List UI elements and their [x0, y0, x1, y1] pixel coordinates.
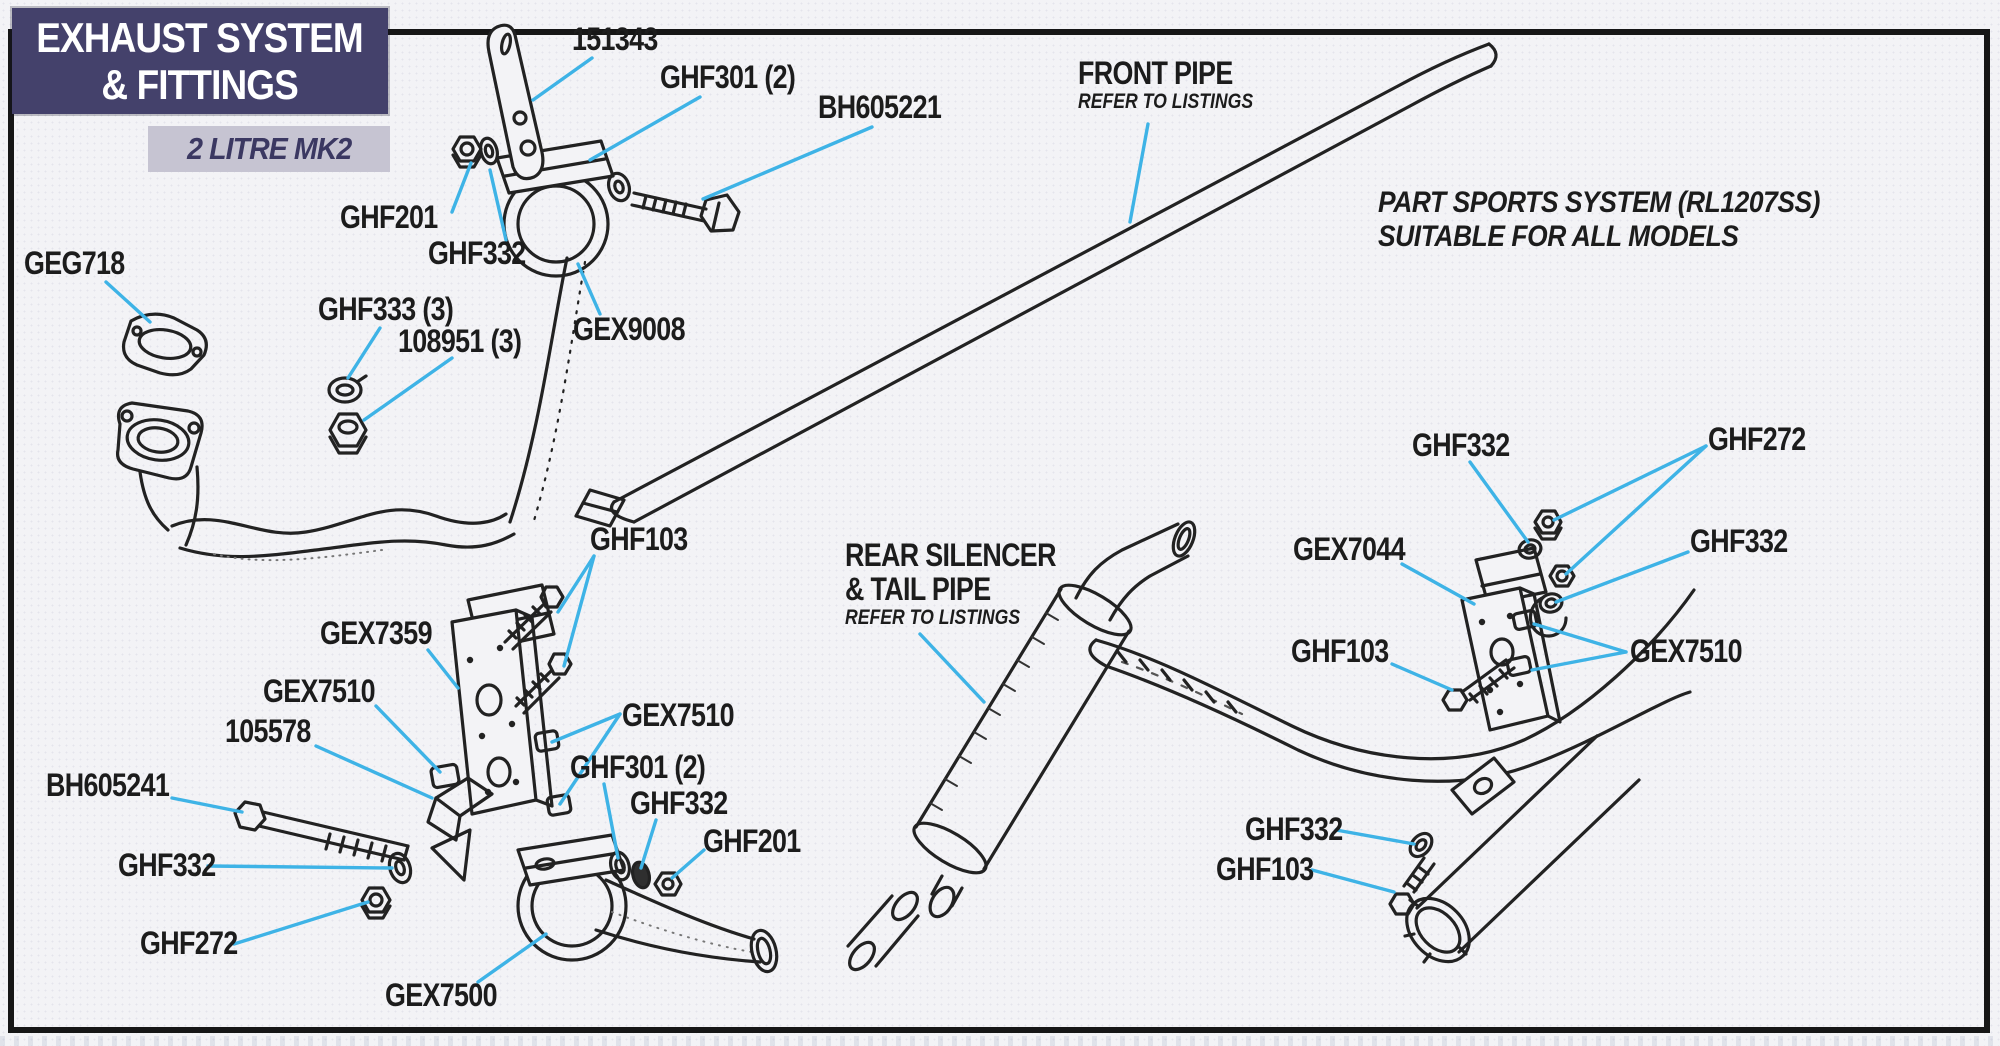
nut-ghf272-left-drawing [360, 886, 392, 920]
mid-hanger-drawing [426, 583, 573, 882]
leader-line [588, 95, 702, 162]
leader-line [1400, 562, 1476, 606]
washer-ghf332-top-drawing [479, 136, 499, 166]
leader-line [374, 704, 442, 774]
page-title-line2: & FITTINGS [101, 61, 299, 108]
leader-line [1564, 444, 1708, 576]
leader-line [670, 848, 706, 880]
bolt-bh605221-drawing [606, 171, 741, 233]
leader-line [1128, 122, 1150, 224]
leader-line [362, 356, 454, 422]
tail-finisher-drawing [1388, 734, 1641, 964]
leader-line [1468, 460, 1530, 544]
leader-line [1552, 444, 1708, 522]
leader-line [639, 818, 658, 870]
leader-line [476, 932, 548, 984]
front-pipe-drawing [508, 42, 1498, 526]
washer-ghf332-left-drawing [387, 851, 413, 885]
leader-line [918, 632, 986, 704]
page-title-line1: EXHAUST SYSTEM [36, 14, 364, 61]
leader-line [170, 796, 244, 814]
leader-line [1334, 828, 1416, 846]
leader-line [1554, 550, 1690, 604]
silencer-drawing [912, 520, 1197, 919]
clamp-gex7500-drawing [516, 833, 628, 962]
leader-line [558, 712, 622, 806]
mid-pipe-end-drawing [594, 878, 779, 974]
leader-line [232, 900, 370, 946]
leader-line [1310, 868, 1396, 894]
model-variant-label: 2 LITRE MK2 [186, 131, 352, 166]
model-variant-panel: 2 LITRE MK2 [148, 126, 390, 172]
leader-line [426, 648, 460, 690]
leader-line [104, 280, 152, 324]
intermediate-pipe-drawing [170, 488, 626, 562]
leader-line [531, 56, 594, 102]
leader-line [556, 554, 596, 614]
leader-line [314, 744, 434, 800]
scan-noise-strip [0, 1036, 2000, 1046]
leader-line [1530, 650, 1628, 672]
page-frame [8, 29, 1990, 1033]
nut-108951-drawing [328, 412, 368, 455]
strap-bracket-drawing [486, 23, 545, 181]
leader-line [450, 161, 473, 214]
leader-line [1390, 662, 1454, 692]
title-panel: EXHAUST SYSTEM & FITTINGS [12, 8, 388, 114]
leader-line [1532, 622, 1628, 654]
sleeve-coupler-drawing [846, 890, 920, 972]
bolt-bh605241-drawing [233, 800, 410, 863]
leader-line [701, 125, 874, 201]
nut-ghf201-drawing [451, 135, 483, 169]
leader-line [488, 168, 508, 242]
leader-line [550, 712, 622, 744]
right-hanger-drawing [1441, 509, 1576, 732]
leader-line [206, 864, 394, 870]
leader-line [602, 782, 620, 860]
manifold-flange-drawing [115, 401, 204, 547]
leader-lines [104, 56, 1708, 984]
leader-line [346, 326, 382, 380]
rear-pipe-drawing [1088, 588, 1696, 783]
sports-system-note: PART SPORTS SYSTEM (RL1207SS) SUITABLE F… [1378, 186, 1880, 254]
gasket-drawing [121, 312, 208, 377]
leader-line [576, 262, 602, 316]
spring-washer-drawing [327, 374, 368, 404]
leader-line [562, 554, 596, 668]
note-line1: PART SPORTS SYSTEM (RL1207SS) [1378, 186, 1821, 219]
note-line2: SUITABLE FOR ALL MODELS [1378, 220, 1739, 253]
